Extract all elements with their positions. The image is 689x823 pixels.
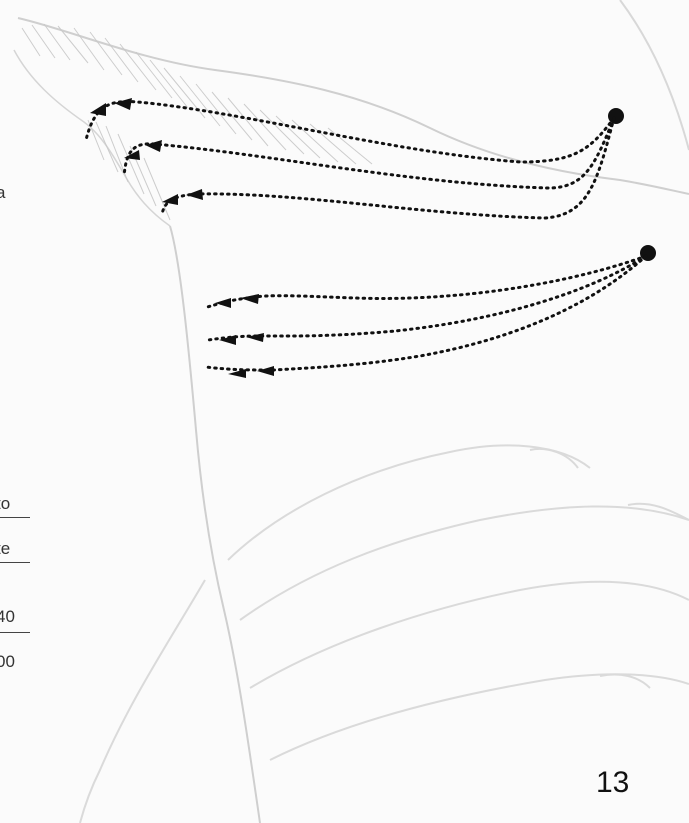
- left-fragment-40: 40: [0, 608, 15, 625]
- left-divider-1: [0, 517, 30, 518]
- upper-start-marker: [608, 108, 624, 124]
- page-number: 13: [596, 766, 629, 800]
- left-fragment-a: a: [0, 184, 5, 201]
- left-fragment-te: te: [0, 540, 10, 557]
- left-divider-3: [0, 632, 30, 633]
- lower-start-marker: [640, 245, 656, 261]
- left-fragment-to: to: [0, 495, 10, 512]
- left-divider-2: [0, 562, 30, 563]
- left-fragment-00: 00: [0, 653, 15, 670]
